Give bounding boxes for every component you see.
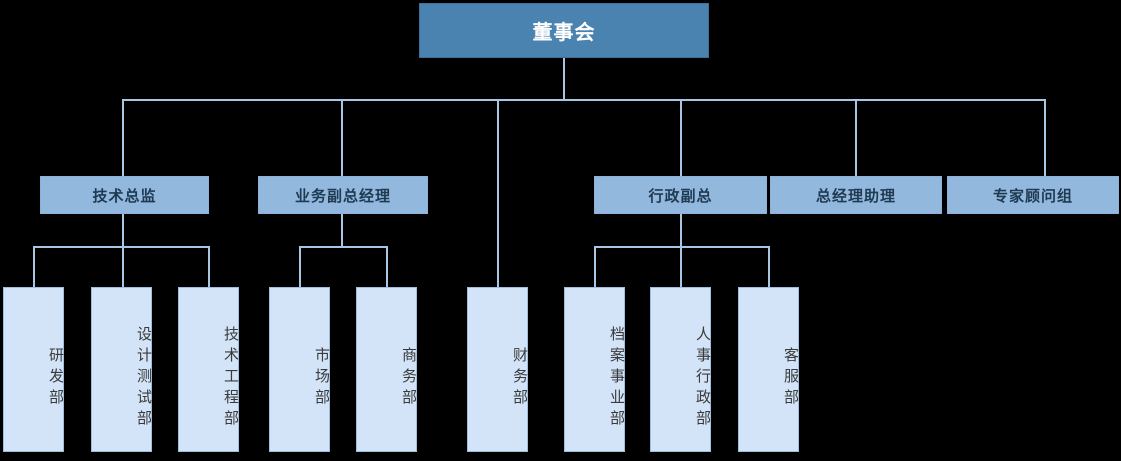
node-board-of-directors[interactable]: 董事会 <box>419 3 709 58</box>
node-label: 行政副总 <box>648 186 713 205</box>
connector-drop-archive-biz-dept <box>594 246 596 287</box>
connector-drop-tech-director <box>122 99 124 176</box>
connector-stem-tech-director <box>122 214 124 247</box>
connector-drop-design-test-dept <box>122 246 124 287</box>
connector-root-stem <box>563 58 565 100</box>
node-gm-assistant[interactable]: 总经理助理 <box>770 176 942 214</box>
connector-drop-expert-group <box>1044 99 1046 176</box>
node-business-dept[interactable]: 商务部 <box>356 287 418 452</box>
node-label: 客服部 <box>782 347 800 410</box>
node-admin-vp[interactable]: 行政副总 <box>594 176 767 214</box>
node-label: 技术总监 <box>92 186 157 205</box>
connector-drop-admin-vp <box>680 99 682 176</box>
connector-drop-tech-eng-dept <box>208 246 210 287</box>
node-expert-group[interactable]: 专家顾问组 <box>947 176 1119 214</box>
node-business-vp[interactable]: 业务副总经理 <box>258 176 428 214</box>
node-market-dept[interactable]: 市场部 <box>269 287 331 452</box>
node-label: 业务副总经理 <box>294 186 391 205</box>
connector-drop-gm-assistant <box>855 99 857 176</box>
node-tech-eng-dept[interactable]: 技术工程部 <box>178 287 240 452</box>
node-label: 董事会 <box>532 20 596 44</box>
connector-drop-rd-dept <box>33 246 35 287</box>
node-archive-biz-dept[interactable]: 档案事业部 <box>564 287 626 452</box>
connector-drop-business-dept <box>386 246 388 287</box>
connector-drop-customer-service-dept <box>768 246 770 287</box>
connector-bus-tech-director <box>33 246 210 248</box>
node-finance-dept[interactable]: 财务部 <box>467 287 529 452</box>
node-hr-admin-dept[interactable]: 人事行政部 <box>650 287 712 452</box>
node-rd-dept[interactable]: 研发部 <box>3 287 65 452</box>
node-design-test-dept[interactable]: 设计测试部 <box>91 287 153 452</box>
node-label: 研发部 <box>47 347 65 410</box>
connector-drop-hr-admin-dept <box>680 246 682 287</box>
connector-drop-business-vp <box>341 99 343 176</box>
connector-stem-business-vp <box>341 214 343 247</box>
connector-level2-bus <box>122 99 1046 101</box>
node-label: 人事行政部 <box>694 326 712 431</box>
node-label: 设计测试部 <box>135 326 153 431</box>
connector-drop-market-dept <box>299 246 301 287</box>
node-customer-service-dept[interactable]: 客服部 <box>738 287 800 452</box>
node-label: 财务部 <box>511 347 529 410</box>
node-label: 商务部 <box>400 347 418 410</box>
node-label: 专家顾问组 <box>992 186 1073 205</box>
node-tech-director[interactable]: 技术总监 <box>40 176 209 214</box>
node-label: 总经理助理 <box>815 186 896 205</box>
connector-bus-business-vp <box>299 246 388 248</box>
connector-bus-admin-vp <box>594 246 770 248</box>
connector-stem-admin-vp <box>680 214 682 247</box>
node-label: 档案事业部 <box>608 326 626 431</box>
connector-drop-finance-dept <box>497 99 499 287</box>
node-label: 技术工程部 <box>222 326 240 431</box>
node-label: 市场部 <box>313 347 331 410</box>
